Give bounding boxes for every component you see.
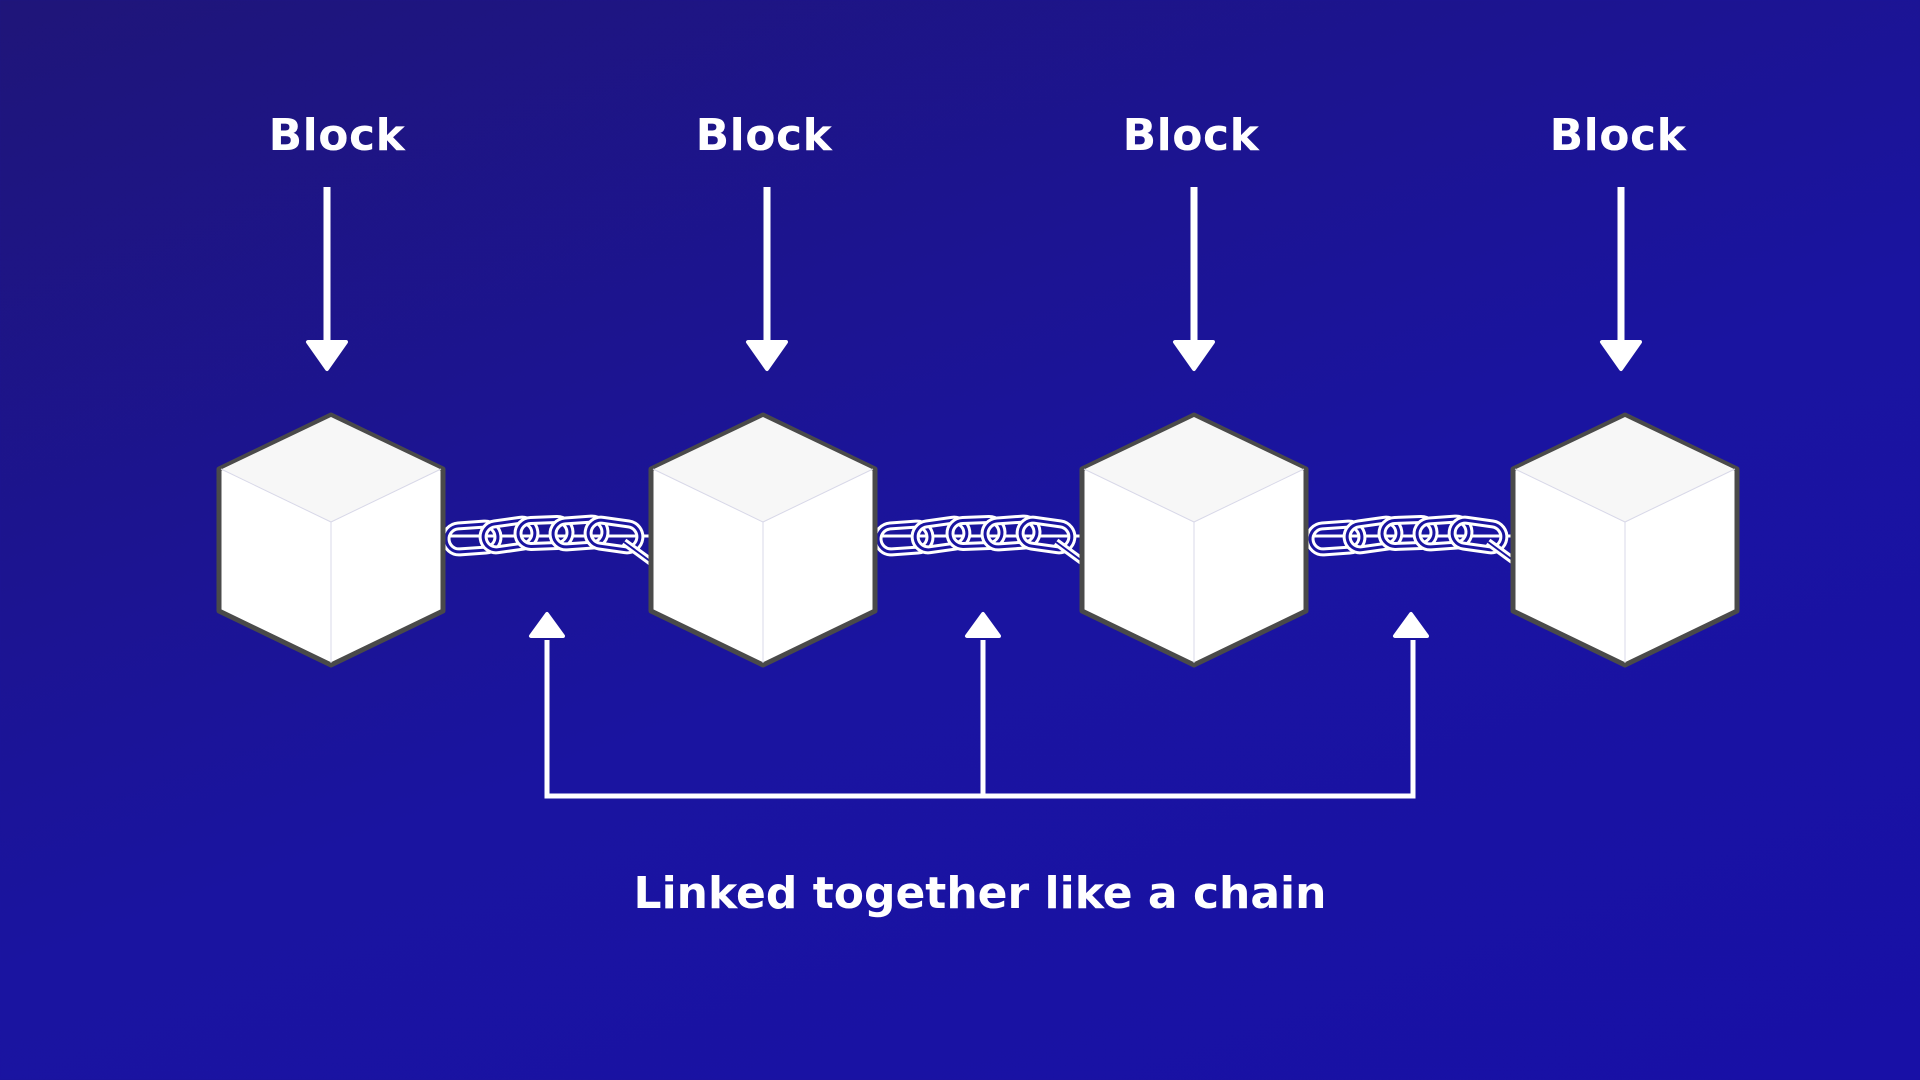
cube-icon	[1082, 415, 1306, 665]
down-arrow-icon	[1173, 187, 1215, 371]
up-arrow-icon	[1393, 612, 1429, 638]
up-arrow-icon	[529, 612, 565, 638]
cube-icon	[651, 415, 875, 665]
block-label-1: Block	[268, 110, 406, 161]
block-label-4: Block	[1549, 110, 1687, 161]
down-arrow-icon	[1600, 187, 1642, 371]
chain-link-icon	[876, 518, 1086, 564]
chain-link-icon	[444, 518, 654, 564]
block-label-3: Block	[1122, 110, 1260, 161]
up-arrow-icon	[965, 612, 1001, 638]
chain-link-icon	[1308, 518, 1518, 564]
cube-icon	[219, 415, 443, 665]
block-label-2: Block	[695, 110, 833, 161]
cube-icon	[1513, 415, 1737, 665]
link-bracket	[544, 640, 1416, 799]
down-arrow-icon	[306, 187, 348, 371]
caption: Linked together like a chain	[633, 868, 1327, 919]
down-arrow-icon	[746, 187, 788, 371]
